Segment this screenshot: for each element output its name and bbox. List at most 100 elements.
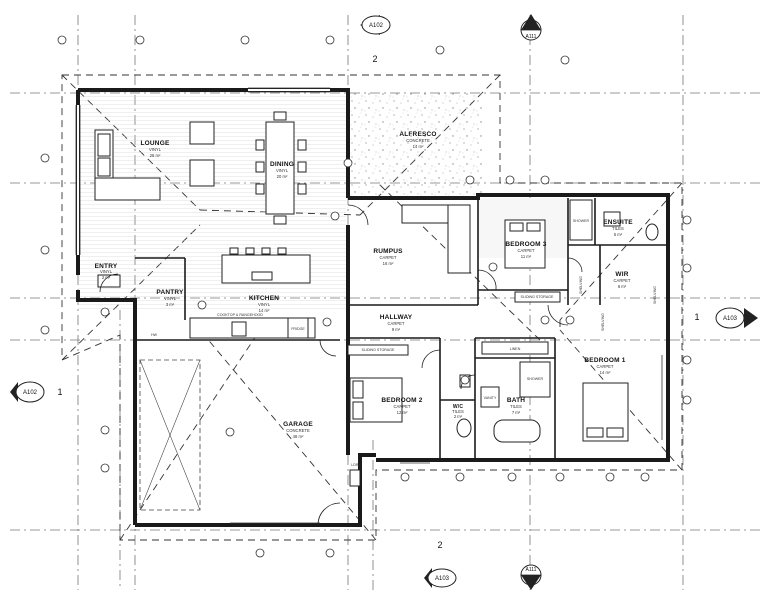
svg-text:GARAGE: GARAGE: [283, 421, 313, 428]
svg-text:VINYL: VINYL: [276, 168, 289, 173]
grid-label-left: 1: [57, 387, 62, 397]
section-tag-left: A102: [10, 381, 45, 403]
svg-text:16 m²: 16 m²: [383, 261, 394, 266]
svg-text:BATH: BATH: [507, 397, 525, 404]
svg-text:7 m²: 7 m²: [512, 410, 521, 415]
grid-label-right: 1: [694, 312, 699, 322]
svg-text:VINYL: VINYL: [258, 302, 271, 307]
svg-text:ENSUITE: ENSUITE: [603, 219, 633, 226]
svg-text:BEDROOM 2: BEDROOM 2: [381, 397, 422, 404]
level-markers: [40, 35, 692, 558]
svg-text:2 m²: 2 m²: [454, 414, 463, 419]
svg-text:14 m²: 14 m²: [600, 370, 611, 375]
rumpus-sofa: [401, 204, 471, 274]
bed-1: [582, 382, 629, 442]
svg-text:9 m²: 9 m²: [392, 327, 401, 332]
room-label-wc: W/C TILES 2 m²: [452, 404, 464, 419]
svg-text:20 m²: 20 m²: [277, 174, 288, 179]
room-label-alfresco: ALFRESCO CONCRETE 14 m²: [399, 131, 436, 149]
grid-label-bottom: 2: [437, 540, 442, 550]
svg-text:BEDROOM 3: BEDROOM 3: [505, 241, 546, 248]
svg-text:TILES: TILES: [510, 404, 522, 409]
room-label-bedroom3: BEDROOM 3 CARPET 11 m²: [505, 241, 546, 259]
svg-text:TILES: TILES: [612, 226, 624, 231]
bath-vanity: [480, 386, 500, 408]
bed-2: [349, 377, 403, 423]
svg-text:28 m²: 28 m²: [150, 153, 161, 158]
windows: [75, 87, 663, 524]
svg-text:14 m²: 14 m²: [259, 308, 270, 313]
kitchen-island: [221, 247, 311, 284]
room-label-dining: DINING VINYL 20 m²: [270, 161, 294, 179]
fridge-label: FRIDGE: [291, 327, 305, 331]
ldry-label: LDRY: [351, 463, 361, 467]
dining-table: [255, 111, 307, 225]
svg-text:HALLWAY: HALLWAY: [380, 314, 413, 321]
sliding-storage-label: SLIDING STORAGE: [521, 295, 554, 299]
room-label-entry: ENTRY VINYL 2 m²: [95, 263, 118, 280]
svg-text:CARPET: CARPET: [614, 278, 631, 283]
shelving-label: SHELVING: [601, 313, 605, 331]
shower-label-ensuite: SHOWER: [573, 219, 590, 223]
section-tag-top-right: A111: [520, 14, 542, 41]
svg-text:BEDROOM 1: BEDROOM 1: [584, 357, 625, 364]
svg-text:CONCRETE: CONCRETE: [406, 138, 430, 143]
vanity-label: VANITY: [484, 396, 497, 400]
doors: [99, 204, 583, 526]
svg-text:CARPET: CARPET: [394, 404, 411, 409]
svg-text:A111: A111: [526, 34, 537, 40]
cooktop-label: COOKTOP & RANGEHOOD: [217, 313, 263, 317]
cooktop: [231, 321, 247, 337]
room-label-bedroom2: BEDROOM 2 CARPET 12 m²: [381, 397, 422, 415]
svg-text:3 m²: 3 m²: [166, 302, 175, 307]
room-label-bath: BATH TILES 7 m²: [507, 397, 525, 415]
bed-3: [504, 219, 546, 269]
bathtub: [493, 419, 541, 443]
svg-text:PANTRY: PANTRY: [156, 289, 184, 296]
fridge: [287, 317, 309, 339]
svg-text:12 m²: 12 m²: [397, 410, 408, 415]
svg-text:VINYL: VINYL: [100, 269, 113, 274]
svg-text:WIR: WIR: [615, 271, 628, 278]
room-label-hallway: HALLWAY CARPET 9 m²: [380, 314, 413, 332]
entry-bench: [97, 274, 121, 288]
shelving-label: SHELVING: [653, 286, 657, 304]
svg-text:CARPET: CARPET: [380, 255, 397, 260]
svg-text:11 m²: 11 m²: [521, 254, 532, 259]
armchair: [189, 121, 215, 145]
svg-text:6 m²: 6 m²: [618, 284, 627, 289]
ensuite-vanity: [603, 211, 621, 227]
kitchen-bench: [189, 317, 316, 339]
room-label-ensuite: ENSUITE TILES 5 m²: [603, 219, 633, 237]
shelving-label: SHELVING: [579, 276, 583, 294]
svg-text:ALFRESCO: ALFRESCO: [399, 131, 436, 138]
linen-label: LINEN: [510, 347, 521, 351]
room-label-garage: GARAGE CONCRETE 48 m²: [283, 421, 313, 439]
svg-text:A111: A111: [526, 567, 537, 573]
room-label-wir: WIR CARPET 6 m²: [614, 271, 631, 289]
lounge-sofa: [94, 129, 161, 201]
sliding-storage-2: [347, 344, 409, 356]
svg-text:DINING: DINING: [270, 161, 294, 168]
sliding-storage: [514, 291, 561, 303]
svg-text:VINYL: VINYL: [164, 296, 177, 301]
section-tag-bottom-left: A103: [424, 568, 457, 588]
laundry-tub: [349, 469, 361, 487]
shower: [519, 361, 551, 398]
svg-text:RUMPUS: RUMPUS: [373, 248, 403, 255]
svg-text:VINYL: VINYL: [149, 147, 162, 152]
sliding-storage-label-2: SLIDING STORAGE: [362, 348, 395, 352]
room-label-rumpus: RUMPUS CARPET 16 m²: [373, 248, 403, 266]
shower-label: SHOWER: [527, 377, 544, 381]
svg-text:CONCRETE: CONCRETE: [286, 428, 310, 433]
garage-car-outline: [139, 359, 201, 511]
room-label-bedroom1: BEDROOM 1 CARPET 14 m²: [584, 357, 625, 375]
armchair: [189, 159, 215, 187]
section-tag-right: A103: [715, 307, 758, 329]
section-tag-bottom-right: A111: [520, 564, 542, 590]
ensuite-toilet: [645, 223, 659, 241]
svg-text:LOUNGE: LOUNGE: [140, 140, 169, 147]
room-label-kitchen: KITCHEN VINYL 14 m²: [249, 295, 279, 313]
svg-text:TILES: TILES: [452, 409, 464, 414]
